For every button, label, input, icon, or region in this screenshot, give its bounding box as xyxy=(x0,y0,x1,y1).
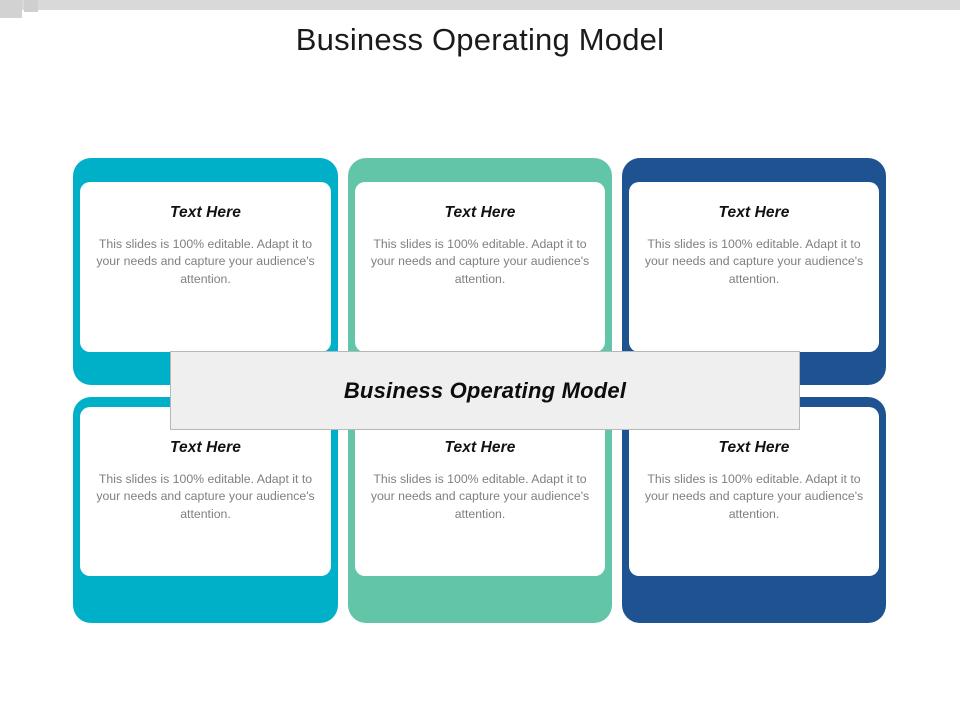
card-text-block: Text Here This slides is 100% editable. … xyxy=(348,204,612,288)
card-description: This slides is 100% editable. Adapt it t… xyxy=(370,237,590,286)
card-top-left[interactable]: Text Here This slides is 100% editable. … xyxy=(73,158,338,385)
center-banner-label: Business Operating Model xyxy=(343,377,627,403)
card-heading: Text Here xyxy=(444,439,516,456)
card-heading: Text Here xyxy=(444,204,516,221)
center-banner[interactable]: Business Operating Model xyxy=(170,351,800,430)
card-text-block: Text Here This slides is 100% editable. … xyxy=(348,439,612,523)
card-text-block: Text Here This slides is 100% editable. … xyxy=(73,204,338,288)
card-body-panel xyxy=(80,182,331,352)
card-heading: Text Here xyxy=(718,204,790,221)
page-title: Business Operating Model xyxy=(295,22,665,57)
card-bottom-center[interactable]: Text Here This slides is 100% editable. … xyxy=(348,397,612,623)
card-body-panel xyxy=(80,407,331,576)
card-top-right[interactable]: Text Here This slides is 100% editable. … xyxy=(622,158,886,385)
card-description: This slides is 100% editable. Adapt it t… xyxy=(644,237,864,286)
top-chrome-corner-block-secondary xyxy=(24,0,38,12)
card-text-block: Text Here This slides is 100% editable. … xyxy=(622,204,886,288)
card-description: This slides is 100% editable. Adapt it t… xyxy=(96,472,315,521)
card-heading: Text Here xyxy=(170,439,241,456)
card-top-center[interactable]: Text Here This slides is 100% editable. … xyxy=(348,158,612,385)
card-body-panel xyxy=(355,182,605,352)
card-body-panel xyxy=(629,407,879,576)
card-text-block: Text Here This slides is 100% editable. … xyxy=(73,439,338,523)
card-bottom-right[interactable]: Text Here This slides is 100% editable. … xyxy=(622,397,886,623)
card-description: This slides is 100% editable. Adapt it t… xyxy=(370,472,590,521)
card-text-block: Text Here This slides is 100% editable. … xyxy=(622,439,886,523)
card-description: This slides is 100% editable. Adapt it t… xyxy=(644,472,864,521)
card-bottom-left[interactable]: Text Here This slides is 100% editable. … xyxy=(73,397,338,623)
card-description: This slides is 100% editable. Adapt it t… xyxy=(96,237,315,286)
card-heading: Text Here xyxy=(718,439,790,456)
card-heading: Text Here xyxy=(170,204,241,221)
top-chrome-corner-block xyxy=(0,0,22,18)
card-body-panel xyxy=(355,407,605,576)
card-body-panel xyxy=(629,182,879,352)
top-chrome-strip xyxy=(0,0,960,18)
